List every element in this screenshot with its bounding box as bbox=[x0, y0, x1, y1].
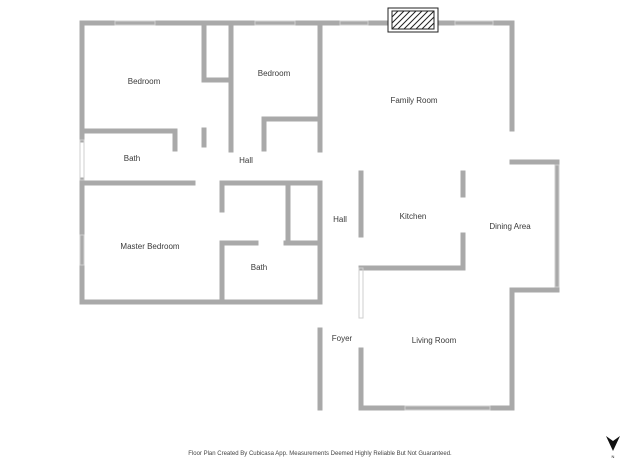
footer-note: Floor Plan Created By Cubicasa App. Meas… bbox=[188, 451, 452, 457]
north-arrow-shape bbox=[606, 436, 620, 451]
room-label-living-room: Living Room bbox=[412, 336, 457, 345]
window-bath1 bbox=[79, 139, 85, 181]
window-living bbox=[404, 405, 491, 411]
wall-bedroom2-closet bbox=[261, 116, 323, 152]
wall-closet-left bbox=[201, 20, 231, 83]
room-label-hall-1: Hall bbox=[239, 156, 253, 165]
fireplace-hatch bbox=[391, 10, 435, 30]
wall-bedroom1-bottom bbox=[79, 128, 178, 152]
window-foyer bbox=[358, 267, 364, 319]
wall-dining-top bbox=[509, 159, 560, 293]
window-bedroom2 bbox=[254, 20, 296, 26]
room-label-bath-1: Bath bbox=[124, 154, 140, 163]
room-label-kitchen: Kitchen bbox=[400, 212, 427, 221]
fireplace bbox=[387, 7, 439, 33]
windows bbox=[79, 20, 560, 411]
north-arrow-icon: N bbox=[606, 436, 620, 459]
window-family-left bbox=[339, 20, 369, 26]
window-family-right bbox=[454, 20, 494, 26]
window-dining bbox=[554, 164, 560, 288]
room-labels: Bedroom Bedroom Family Room Bath Hall Ha… bbox=[120, 69, 531, 345]
room-label-bedroom-1: Bedroom bbox=[128, 77, 161, 86]
window-master bbox=[79, 234, 85, 266]
room-label-bath-2: Bath bbox=[251, 263, 267, 272]
room-label-family-room: Family Room bbox=[390, 96, 437, 105]
window-bedroom1 bbox=[114, 20, 156, 26]
room-label-master-bedroom: Master Bedroom bbox=[120, 242, 179, 251]
room-label-hall-2: Hall bbox=[333, 215, 347, 224]
room-label-bedroom-2: Bedroom bbox=[258, 69, 291, 78]
north-arrow-label: N bbox=[612, 454, 615, 459]
room-label-foyer: Foyer bbox=[332, 334, 353, 343]
walls bbox=[79, 20, 560, 411]
room-label-dining-area: Dining Area bbox=[489, 222, 531, 231]
